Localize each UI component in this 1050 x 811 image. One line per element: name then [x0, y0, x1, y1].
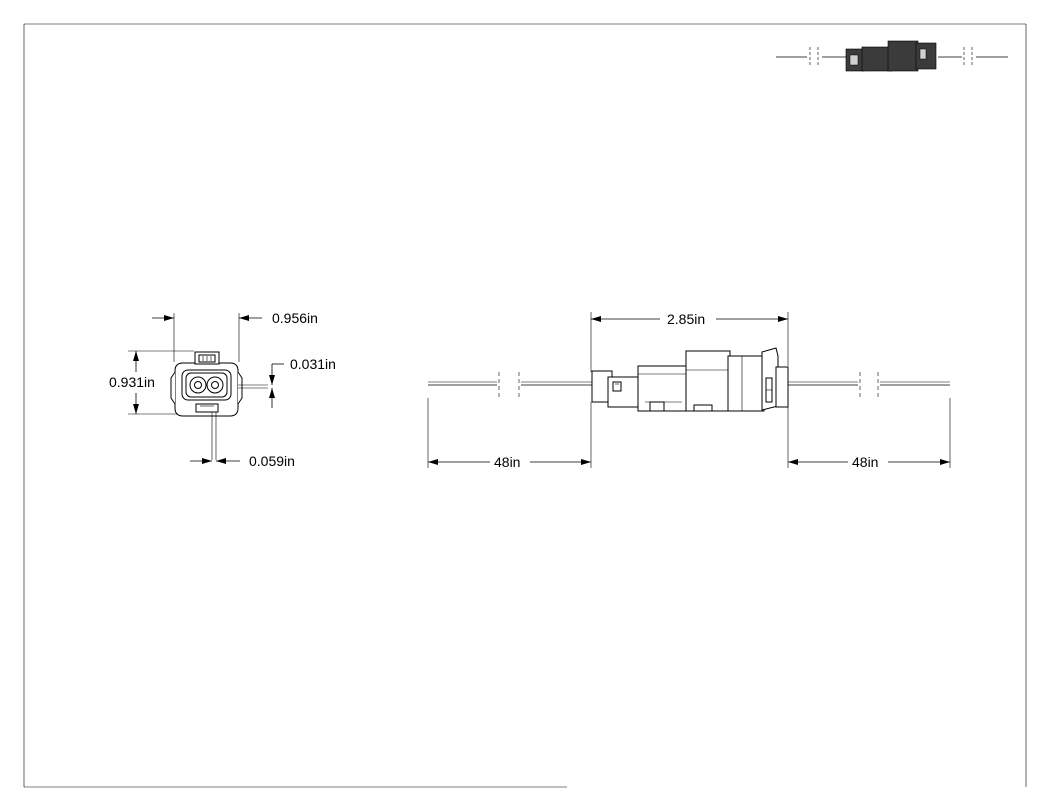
dim-front-width: 0.956in	[272, 310, 318, 326]
dim-wire-left: 48in	[494, 454, 520, 470]
dim-front-small: 0.031in	[290, 356, 336, 372]
dim-side-length: 2.85in	[667, 311, 705, 327]
sheet-border	[23, 23, 1027, 788]
dim-front-height: 0.931in	[109, 374, 155, 390]
front-view	[170, 351, 268, 460]
dim-front-pin: 0.059in	[249, 453, 295, 469]
front-dimensions: 0.956in 0.931in 0.031in 0.059in	[109, 310, 336, 469]
isometric-thumbnail	[776, 40, 1008, 72]
side-view	[428, 347, 950, 412]
side-dimensions: 2.85in 48in 48in	[427, 311, 951, 470]
dim-wire-right: 48in	[852, 454, 878, 470]
